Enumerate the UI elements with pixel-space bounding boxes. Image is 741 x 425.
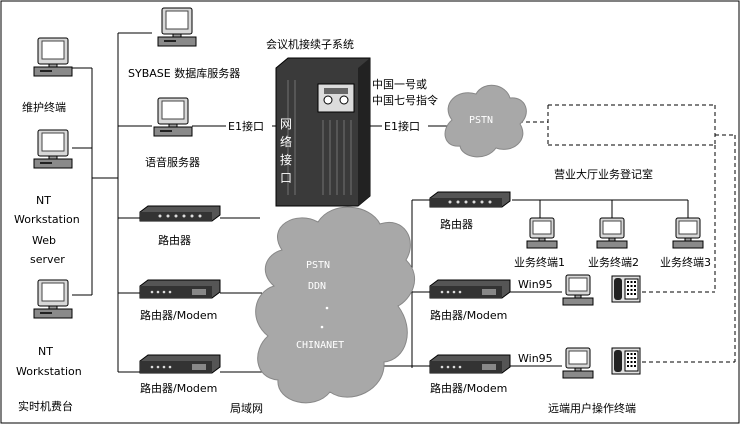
phone-2-icon bbox=[611, 347, 641, 375]
wan-cloud bbox=[255, 206, 416, 404]
biz-terminal-2-pc bbox=[596, 217, 628, 249]
biz-terminal-3-pc bbox=[672, 217, 704, 249]
net-interface-char-2: 络 bbox=[280, 134, 292, 149]
remote-pc-2 bbox=[562, 347, 594, 379]
remote-router-modem-2 bbox=[429, 354, 511, 374]
biz-terminal-1-pc bbox=[526, 217, 558, 249]
router-modem-1 bbox=[139, 279, 221, 299]
lan-label: 局域网 bbox=[230, 402, 263, 415]
hall-router-label: 路由器 bbox=[440, 217, 473, 231]
net-interface-char-1: 网 bbox=[280, 117, 292, 131]
router-modem-1-label: 路由器/Modem bbox=[140, 308, 217, 322]
billing-console-label: 实时机费台 bbox=[18, 399, 73, 413]
remote-router-modem-1-label: 路由器/Modem bbox=[430, 308, 507, 322]
lan-router-label: 路由器 bbox=[158, 233, 191, 247]
biz-terminal-2-label: 业务终端2 bbox=[588, 255, 639, 269]
nt-workstation-pc bbox=[33, 279, 73, 319]
remote-router-modem-2-label: 路由器/Modem bbox=[430, 381, 507, 395]
router-modem-2 bbox=[139, 354, 221, 374]
connection-lines bbox=[72, 32, 736, 373]
net-interface-char-3: 接 bbox=[280, 152, 292, 167]
biz-terminal-3-label: 业务终端3 bbox=[660, 255, 711, 269]
cloud-ddn-label: DDN bbox=[308, 281, 326, 292]
nt-workstation-label-1: NT bbox=[38, 345, 53, 358]
conference-switch-cabinet bbox=[275, 57, 371, 207]
voice-server-pc bbox=[153, 97, 193, 137]
web-server-label-1: NT bbox=[36, 194, 51, 207]
e1-interface-left-label: E1接口 bbox=[228, 120, 264, 133]
pstn-small-cloud bbox=[444, 84, 527, 158]
web-server-label-2: Workstation bbox=[14, 213, 80, 226]
business-hall-label: 营业大厅业务登记室 bbox=[554, 167, 653, 181]
e1-interface-right-label: E1接口 bbox=[384, 120, 420, 133]
sybase-server-label: SYBASE 数据库服务器 bbox=[128, 66, 240, 80]
sybase-server-pc bbox=[157, 7, 197, 47]
nt-workstation-label-2: Workstation bbox=[16, 365, 82, 378]
remote-pc-1 bbox=[562, 274, 594, 306]
signaling-label-2: 中国七号指令 bbox=[372, 93, 438, 107]
remote-router-modem-1 bbox=[429, 279, 511, 299]
maint-terminal-pc bbox=[33, 37, 73, 77]
cloud-pstn-label: PSTN bbox=[306, 260, 330, 271]
voice-server-label: 语音服务器 bbox=[145, 155, 200, 169]
router-modem-2-label: 路由器/Modem bbox=[140, 381, 217, 395]
web-server-label-4: server bbox=[30, 253, 65, 266]
signaling-label-1: 中国一号或 bbox=[372, 78, 427, 91]
pstn-small-label: PSTN bbox=[469, 115, 493, 126]
phone-1-icon bbox=[611, 275, 641, 303]
hall-router bbox=[429, 191, 511, 208]
cloud-chinanet-label: CHINANET bbox=[296, 340, 344, 351]
win95-1-label: Win95 bbox=[518, 278, 553, 291]
net-interface-char-4: 口 bbox=[280, 171, 292, 185]
web-server-pc bbox=[33, 129, 73, 169]
maint-terminal-label: 维护终端 bbox=[22, 100, 66, 114]
biz-terminal-1-label: 业务终端1 bbox=[514, 255, 565, 269]
lan-router bbox=[139, 205, 221, 222]
conference-system-title: 会议机接续子系统 bbox=[266, 37, 354, 51]
web-server-label-3: Web bbox=[32, 234, 56, 247]
remote-terminals-label: 远端用户操作终端 bbox=[548, 401, 636, 415]
win95-2-label: Win95 bbox=[518, 352, 553, 365]
